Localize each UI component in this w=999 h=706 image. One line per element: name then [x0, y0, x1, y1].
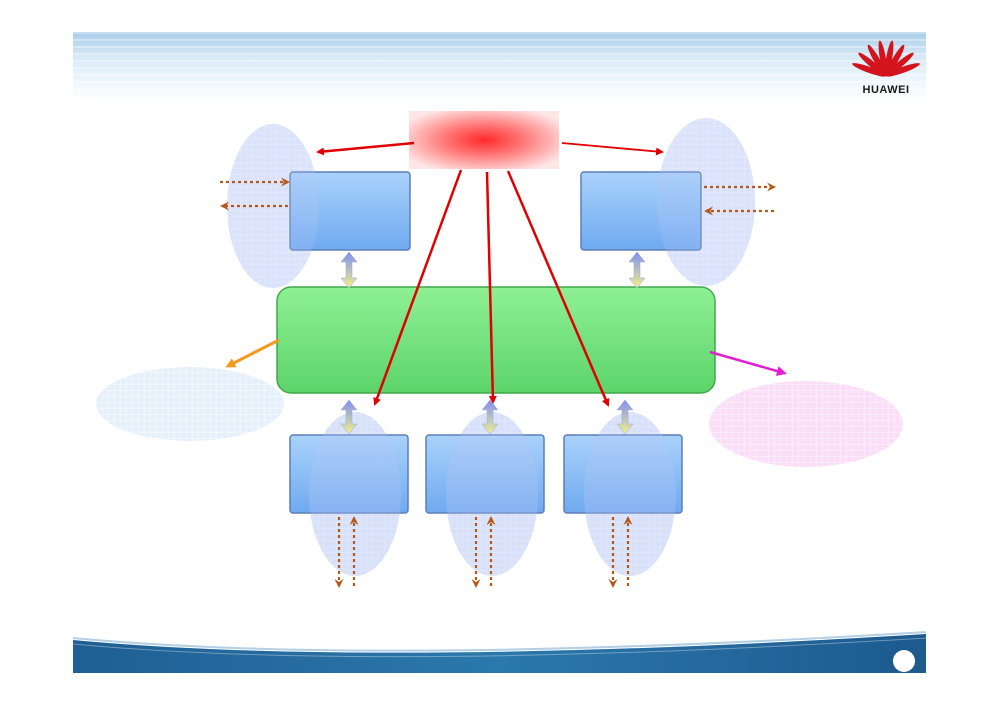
bottom-middle-box: [425, 434, 545, 514]
control-arrow-to-bottom-middle: [485, 171, 497, 404]
bus-to-right-external-arrow: [709, 350, 787, 376]
right-external-zone: [709, 381, 903, 467]
bottom-right-zone-overlay: [584, 412, 676, 576]
bottom-left-zone-overlay: [309, 412, 401, 576]
bottom-left-box: [289, 434, 409, 514]
controller-node: [409, 111, 559, 169]
double-arrow-bottom-right: [616, 399, 634, 435]
top-left-box: [289, 171, 411, 251]
header-band: [73, 32, 926, 102]
double-arrow-top-left: [340, 251, 358, 289]
logo-petals-icon: [852, 40, 920, 77]
bottom-right-box: [563, 434, 683, 514]
double-arrow-bottom-left: [340, 399, 358, 435]
page-number-badge: [893, 650, 915, 672]
left-external-zone: [96, 367, 284, 441]
control-arrow-to-bottom-right: [506, 170, 610, 407]
bus-to-left-external-arrow: [225, 338, 280, 368]
double-arrow-bottom-middle: [481, 399, 499, 435]
right-top-zone-overlay: [657, 118, 755, 286]
footer-wave: [73, 631, 926, 673]
bottom-middle-zone-overlay: [446, 412, 538, 576]
huawei-logo: HUAWEI: [846, 36, 926, 104]
top-right-box: [580, 171, 702, 251]
footer-band: [73, 628, 926, 673]
central-bus: [276, 286, 716, 394]
double-arrow-top-right: [628, 251, 646, 289]
control-arrow-to-top-left: [316, 141, 415, 156]
logo-text: HUAWEI: [862, 84, 910, 96]
control-arrow-to-top-right: [561, 142, 664, 156]
header-streaks: [73, 32, 926, 102]
control-arrow-to-bottom-left: [373, 169, 463, 406]
